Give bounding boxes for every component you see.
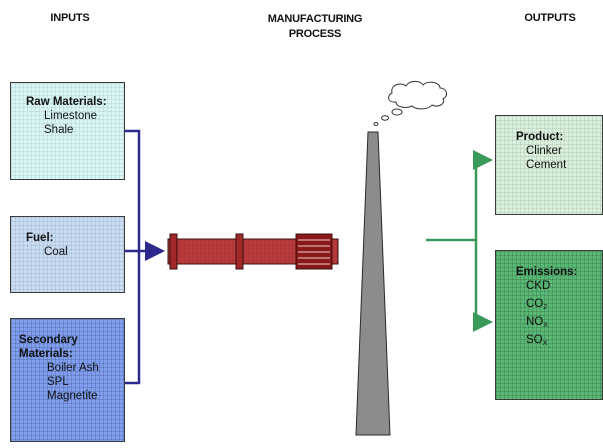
outputs-header: OUTPUTS — [524, 12, 576, 24]
raw-material-item: Limestone — [44, 110, 98, 122]
emission-item: CO2 — [516, 297, 602, 315]
process-header: MANUFACTURING PROCESS — [260, 12, 370, 42]
secondary-title-line1: Secondary — [19, 334, 78, 346]
product-box: Product: Clinker Cement — [495, 115, 603, 215]
kiln-icon — [167, 233, 339, 270]
product-connector — [473, 150, 493, 240]
product-item: Clinker — [526, 145, 562, 157]
emission-item: CKD — [516, 279, 602, 297]
emission-sub: X — [542, 340, 548, 347]
output-connectors — [426, 150, 493, 332]
secondary-connector — [125, 251, 141, 385]
emission-sub: X — [543, 322, 548, 329]
emission-item: SOX — [516, 333, 602, 351]
product-item: Cement — [526, 159, 567, 171]
secondary-item: SPL — [47, 376, 69, 388]
process-header-line2: PROCESS — [288, 28, 342, 40]
secondary-materials-box: Secondary Materials: Boiler Ash SPL Magn… — [10, 318, 125, 442]
raw-materials-title: Raw Materials: — [26, 96, 107, 108]
raw-materials-connector — [125, 129, 141, 251]
emission-sub: 2 — [543, 304, 548, 311]
product-title: Product: — [516, 131, 564, 143]
emission-base: SO — [526, 334, 543, 346]
emissions-title: Emissions: — [516, 266, 578, 278]
raw-materials-box: Raw Materials: Limestone Shale — [10, 82, 125, 180]
smoke-cloud-icon — [373, 80, 448, 126]
secondary-item: Boiler Ash — [47, 362, 99, 374]
input-connectors — [125, 129, 165, 385]
fuel-item: Coal — [44, 246, 68, 258]
emission-base: CO — [526, 298, 544, 310]
raw-material-item: Shale — [44, 124, 74, 136]
secondary-item: Magnetite — [47, 390, 98, 402]
smokestack-icon — [355, 131, 391, 436]
process-header-line1: MANUFACTURING — [267, 13, 363, 25]
emission-item: NOX — [516, 315, 602, 333]
emission-base: CKD — [526, 280, 551, 292]
secondary-title-line2: Materials: — [19, 348, 73, 360]
fuel-box: Fuel: Coal — [10, 216, 125, 293]
fuel-title: Fuel: — [26, 232, 54, 244]
emission-base: NO — [526, 316, 544, 328]
inputs-header: INPUTS — [50, 12, 90, 24]
emissions-connector — [473, 240, 493, 332]
emissions-box: Emissions: CKD CO2 NOX SOX — [495, 250, 603, 400]
